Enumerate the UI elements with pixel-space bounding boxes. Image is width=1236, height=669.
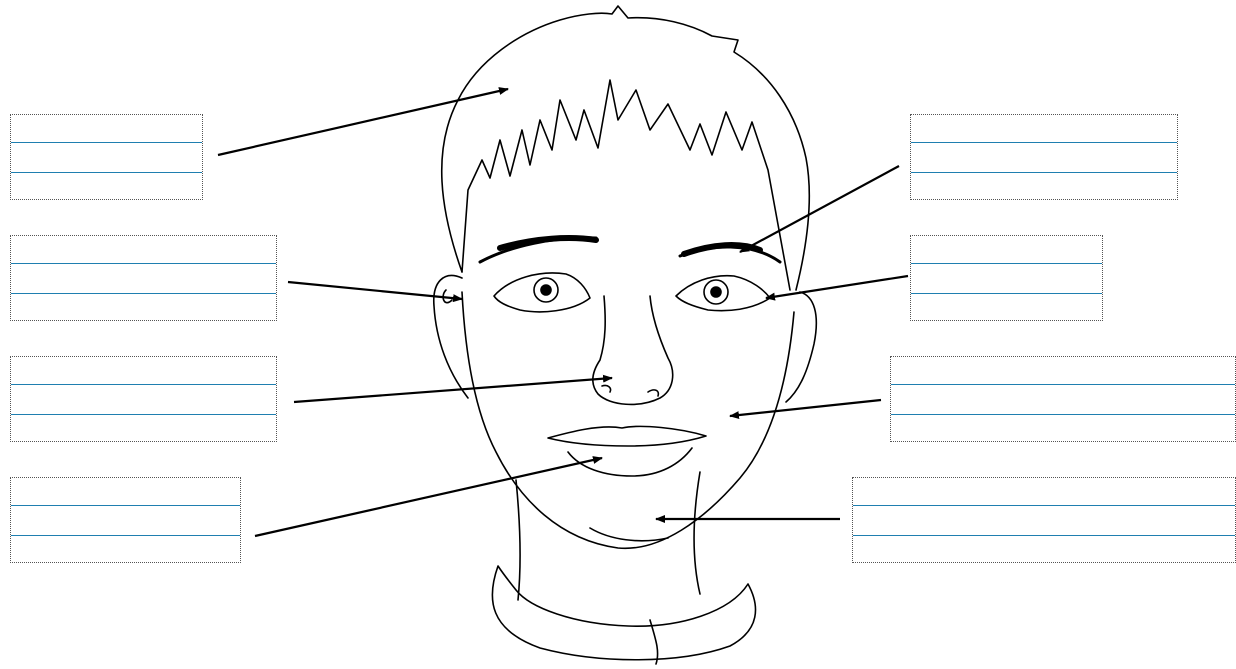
ruled-line (853, 505, 1235, 506)
label-box-chin (852, 477, 1236, 563)
label-box-nose (10, 356, 277, 442)
answer-field[interactable] (894, 417, 1232, 441)
answer-field[interactable] (14, 417, 273, 441)
upper-lip (548, 426, 706, 446)
answer-field[interactable] (914, 117, 1174, 141)
answer-field[interactable] (14, 117, 199, 141)
answer-field[interactable] (14, 388, 273, 412)
ruled-line (11, 414, 276, 415)
answer-field[interactable] (894, 359, 1232, 383)
neck (516, 480, 520, 600)
answer-field[interactable] (914, 175, 1174, 199)
right-eye (676, 276, 770, 311)
ruled-line (11, 263, 276, 264)
hair-fringe (462, 80, 790, 290)
answer-field[interactable] (14, 146, 199, 170)
collar (492, 566, 755, 660)
arrow-cheek (730, 400, 881, 416)
answer-field[interactable] (856, 538, 1232, 562)
ruled-line (911, 172, 1177, 173)
answer-field[interactable] (14, 296, 273, 320)
ruled-line (11, 293, 276, 294)
label-box-eyebrow (910, 114, 1178, 200)
ruled-line (891, 414, 1235, 415)
nose (593, 296, 673, 404)
ruled-line (11, 384, 276, 385)
label-box-eye (910, 235, 1103, 321)
ruled-line (11, 505, 240, 506)
label-box-cheek (890, 356, 1236, 442)
answer-field[interactable] (14, 238, 273, 262)
answer-field[interactable] (856, 509, 1232, 533)
arrow-hair (218, 89, 508, 155)
arrow-eyebrow (740, 166, 899, 252)
answer-field[interactable] (914, 238, 1099, 262)
label-box-ear (10, 235, 277, 321)
ruled-line (11, 142, 202, 143)
arrow-mouth (255, 458, 602, 536)
answer-field[interactable] (14, 175, 199, 199)
answer-field[interactable] (14, 509, 237, 533)
arrow-nose (294, 378, 612, 402)
ruled-line (911, 142, 1177, 143)
face-outline (462, 292, 794, 548)
ruled-line (911, 293, 1102, 294)
label-box-mouth (10, 477, 241, 563)
answer-field[interactable] (914, 146, 1174, 170)
answer-field[interactable] (914, 267, 1099, 291)
answer-field[interactable] (14, 267, 273, 291)
ruled-line (911, 263, 1102, 264)
answer-field[interactable] (14, 480, 237, 504)
answer-field[interactable] (914, 296, 1099, 320)
label-box-hair (10, 114, 203, 200)
answer-field[interactable] (856, 480, 1232, 504)
ruled-line (853, 535, 1235, 536)
answer-field[interactable] (894, 388, 1232, 412)
ruled-line (11, 172, 202, 173)
ruled-line (891, 384, 1235, 385)
ruled-line (11, 535, 240, 536)
arrow-ear (288, 282, 462, 299)
answer-field[interactable] (14, 538, 237, 562)
answer-field[interactable] (14, 359, 273, 383)
